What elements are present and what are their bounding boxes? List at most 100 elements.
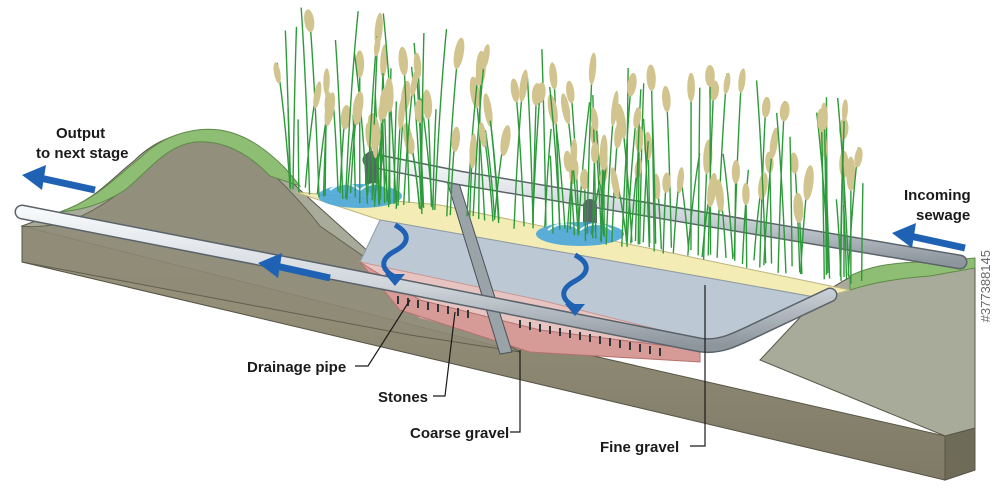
reed-stem [741, 169, 750, 265]
reed-plume [273, 62, 281, 84]
reed-stem [432, 109, 437, 211]
reed-plume [627, 72, 637, 97]
reed-plume [481, 44, 490, 70]
reed-stem [353, 53, 369, 204]
reed-plume [563, 150, 572, 172]
reed-plume [384, 77, 394, 113]
incoming-arrow [892, 223, 966, 252]
reed-plume [453, 37, 465, 70]
reed-stem [665, 88, 673, 248]
reed-plume [846, 156, 856, 192]
reed-plume [662, 172, 671, 193]
soil-right-face [944, 427, 976, 481]
reed-plume [610, 167, 620, 199]
reed-stem [332, 99, 339, 192]
drainage-pipe-body [16, 206, 836, 352]
coarse-gravel-label: Coarse gravel [410, 425, 509, 442]
reed-plume [469, 133, 477, 169]
reed-plume [483, 93, 493, 127]
reed-plume [769, 127, 779, 159]
reed-plume [676, 167, 684, 194]
drainage-pipe-label: Drainage pipe [247, 359, 346, 376]
reed-plume [590, 107, 599, 132]
reed-plume [761, 96, 771, 118]
reed-plume [580, 168, 589, 190]
reed-plume [355, 50, 365, 78]
reed-stem [297, 119, 300, 193]
reed-plume [500, 125, 511, 157]
reed-plume [536, 82, 546, 104]
watermark-id-text: #377388145 [978, 250, 993, 323]
reed-plume [599, 134, 608, 170]
stones-layer [359, 261, 701, 363]
drainage-flow-arrow [258, 253, 331, 282]
reed-plume [590, 141, 599, 164]
reed-plume [705, 65, 715, 87]
reed-plume [789, 152, 799, 174]
reed-plume [324, 92, 336, 127]
reed-stem [292, 26, 298, 190]
reed-plume [793, 192, 804, 224]
reed-plume [742, 182, 750, 206]
reed-plume [353, 99, 363, 126]
reed-stem [484, 129, 496, 218]
reed-stem [526, 77, 534, 229]
reed-plume [588, 52, 597, 85]
reed-plume [707, 172, 718, 208]
reed-plume [723, 72, 731, 95]
reed-stem [382, 73, 388, 202]
incoming-label-line2: sewage [916, 207, 970, 224]
reed-plume [371, 124, 378, 159]
reed-plants [273, 7, 864, 284]
reed-stem [722, 153, 734, 260]
flow-arrow-1 [381, 222, 409, 286]
reed-stem [687, 153, 701, 256]
reed-plume [779, 100, 790, 122]
reed-stem [639, 83, 645, 245]
reed-plume [304, 9, 315, 33]
reed-stem [789, 136, 793, 267]
reed-plume [610, 90, 619, 127]
reed-stem [842, 205, 848, 280]
reed-plume [410, 70, 418, 97]
fine-gravel-label: Fine gravel [600, 439, 679, 456]
flow-arrow-2 [561, 252, 589, 316]
reed-plume [560, 93, 571, 125]
reed-plume [803, 165, 814, 201]
water-splash-2 [536, 222, 624, 246]
reed-plume [373, 36, 381, 57]
reed-stem [300, 7, 311, 195]
reed-stem [642, 141, 649, 243]
reed-plume [547, 94, 558, 125]
reed-stem [775, 112, 787, 274]
reed-plume [313, 81, 322, 109]
reed-stem [634, 89, 642, 242]
reed-plume [731, 160, 740, 184]
reed-plume [422, 89, 433, 120]
stones-label: Stones [378, 389, 428, 406]
reed-plume [715, 179, 724, 213]
reed-plume [566, 80, 575, 104]
reed-stem [548, 86, 561, 229]
reed-plume [687, 72, 695, 102]
watermark-id: #377388145 [978, 250, 998, 490]
reed-stem [541, 49, 547, 226]
incoming-label-line1: Incoming [904, 187, 971, 204]
reed-stem [420, 33, 425, 209]
reed-plume [398, 97, 405, 130]
reed-plume [340, 105, 351, 130]
reed-stem [352, 114, 357, 197]
reed-stem [334, 39, 344, 200]
reed-plume [615, 103, 627, 139]
output-label-line1: Output [56, 125, 105, 142]
reed-stem [489, 120, 500, 220]
reed-plume [519, 69, 528, 103]
reed-stem [651, 120, 657, 244]
reed-plume [633, 107, 642, 129]
reed-stem [836, 97, 850, 277]
reed-plume [646, 64, 656, 92]
reed-plume [478, 121, 487, 148]
reed-stem [344, 11, 359, 199]
reed-plume [662, 85, 671, 113]
